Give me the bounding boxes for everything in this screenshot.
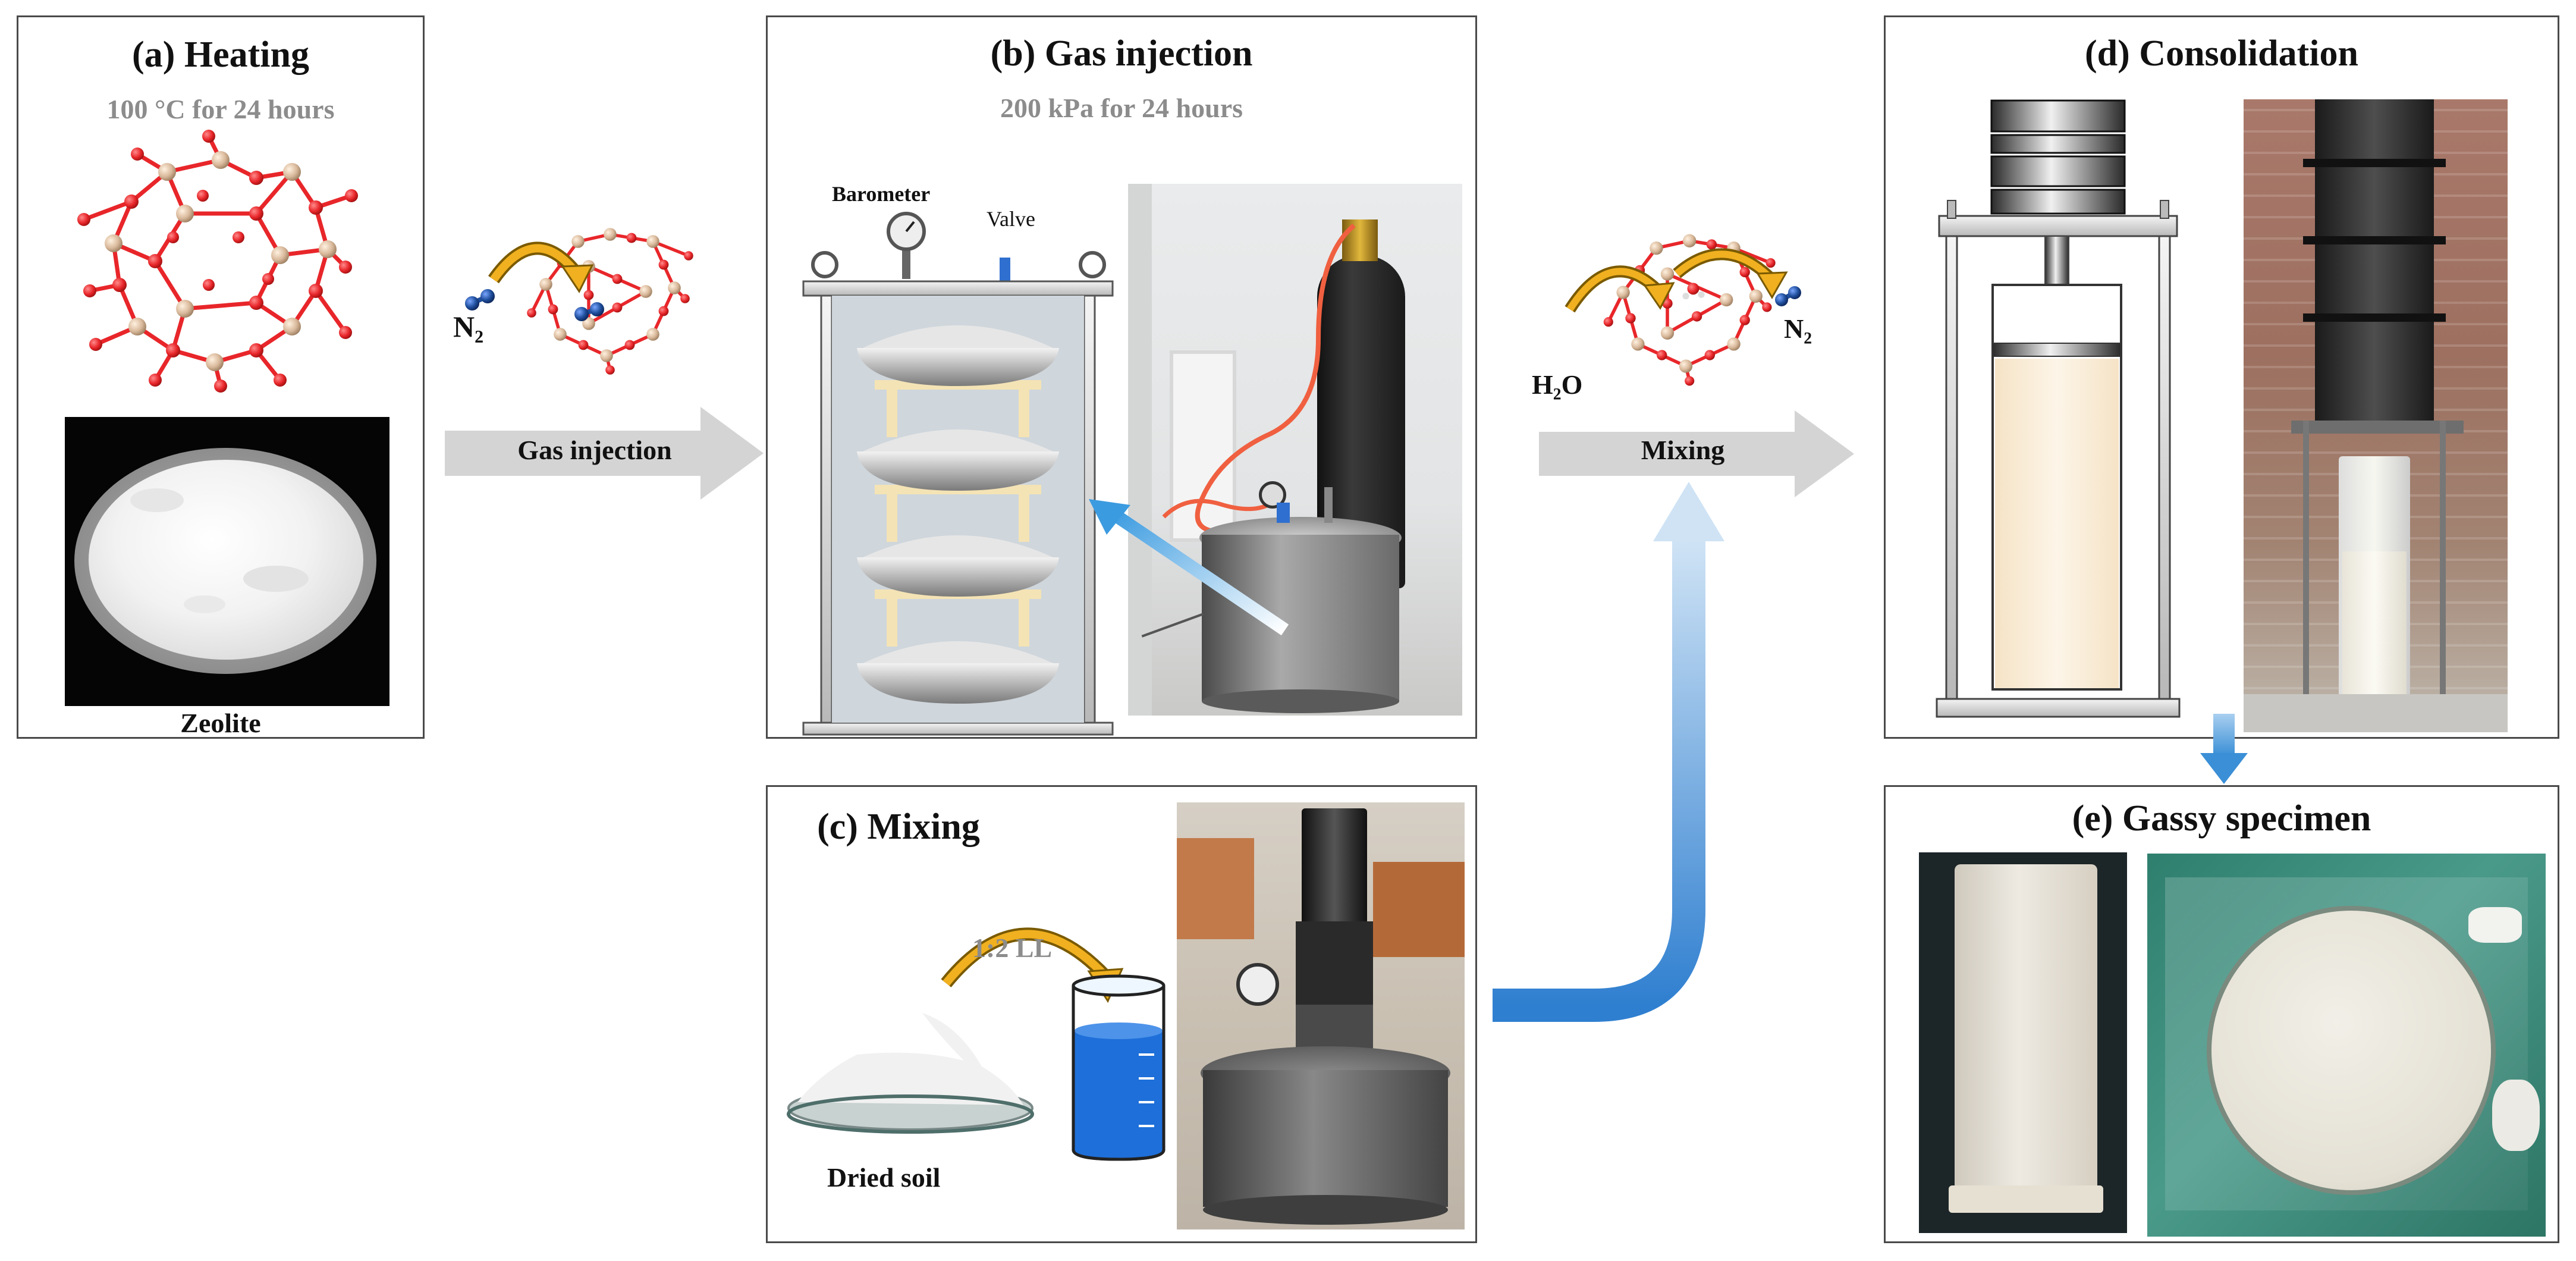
barometer-label: Barometer [832,182,931,206]
barometer-icon [887,212,926,279]
n2-molecule-icon [465,289,495,310]
n2-label-left: N₂ [453,310,484,343]
consolidation-photo [2244,99,2508,732]
zeolite-label: Zeolite [180,708,261,738]
h2o-label: H₂O [1532,369,1583,400]
panel-gassy-specimen: (e) Gassy specimen [1884,785,2559,1243]
mixing-arrow [1539,410,1854,497]
water-beaker-icon [1072,974,1166,1161]
gas-injection-arrow [445,407,764,500]
panel-b-subtitle: 200 kPa for 24 hours [1000,93,1243,123]
n2-label-right: N₂ [1784,313,1812,344]
gas-chamber-schematic [802,212,1114,736]
mixing-arrow-label: Mixing [1641,435,1725,465]
gas-injection-photo [1128,184,1462,716]
panel-a-subtitle: 100 °C for 24 hours [106,94,335,124]
n2-adsorption-icon [465,228,693,375]
specimen-top-photo [2147,854,2546,1237]
gas-flow-arrow [1089,499,1289,636]
panel-c-title: (c) Mixing [817,807,980,847]
panel-gas-injection: (b) Gas injection 200 kPa for 24 hours B… [766,15,1477,739]
gas-injection-arrow-label: Gas injection [517,435,672,465]
panel-d-title: (d) Consolidation [2085,33,2358,74]
zeolite-structure-icon [77,130,358,393]
panel-mixing: (c) Mixing Dried soil 1:2 LL [766,785,1477,1243]
consolidation-to-specimen-arrow [2200,714,2248,784]
mixer-photo [1177,802,1465,1229]
panel-heating: (a) Heating 100 °C for 24 hours [17,15,425,739]
valve-label: Valve [987,207,1035,231]
water-gas-exchange-icon [1565,234,1801,386]
valve-icon [1000,258,1010,283]
panel-b-title: (b) Gas injection [990,33,1253,74]
ratio-label: 1:2 LL [972,933,1053,963]
panel-e-title: (e) Gassy specimen [2072,798,2371,839]
dried-soil-dish-icon [787,1011,1034,1134]
zeolite-photo [65,417,389,706]
consolidation-apparatus-schematic [1936,99,2181,718]
panel-a-title: (a) Heating [132,34,309,75]
panel-consolidation: (d) Consolidation [1884,15,2559,739]
specimen-side-photo [1919,852,2127,1233]
dried-soil-label: Dried soil [827,1162,941,1193]
mixing-flow-arrow [1493,482,1724,1022]
